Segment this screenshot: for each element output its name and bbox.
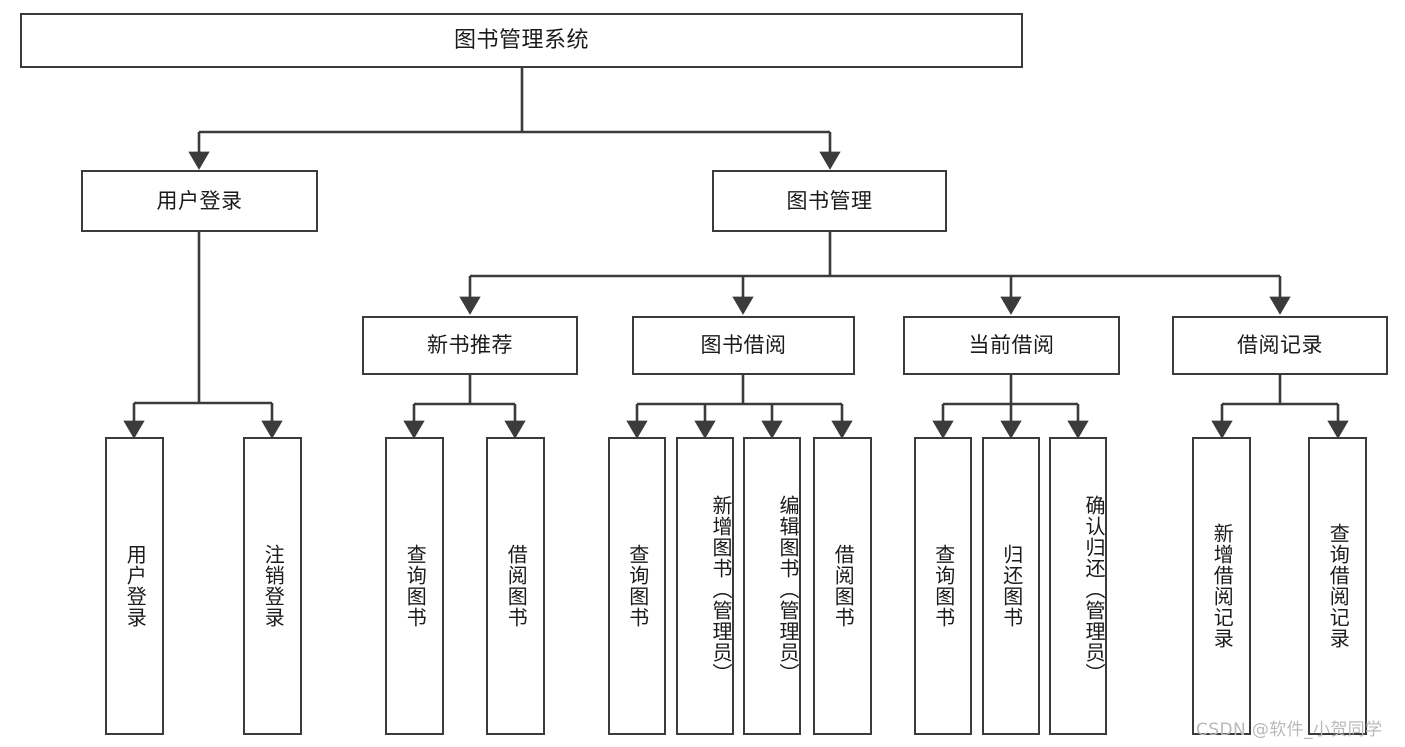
node-current-borrow[interactable]: 当前借阅 — [903, 316, 1120, 375]
leaf-current-borrow-return[interactable]: 归还图书 — [982, 437, 1040, 735]
leaf-book-borrow-add-admin[interactable]: 新增图书（管理员） — [676, 437, 734, 735]
node-root-system[interactable]: 图书管理系统 — [20, 13, 1023, 68]
node-borrow-record[interactable]: 借阅记录 — [1172, 316, 1388, 375]
leaf-new-book-query[interactable]: 查询图书 — [385, 437, 444, 735]
node-book-borrow[interactable]: 图书借阅 — [632, 316, 855, 375]
leaf-current-borrow-query[interactable]: 查询图书 — [914, 437, 972, 735]
leaf-book-borrow-borrow[interactable]: 借阅图书 — [813, 437, 872, 735]
leaf-current-borrow-confirm-admin[interactable]: 确认归还（管理员） — [1049, 437, 1107, 735]
csdn-watermark: CSDN @软件_小贺同学 — [1196, 720, 1383, 740]
leaf-book-borrow-edit-admin[interactable]: 编辑图书（管理员） — [743, 437, 801, 735]
node-user-login[interactable]: 用户登录 — [81, 170, 318, 232]
leaf-book-borrow-query[interactable]: 查询图书 — [608, 437, 666, 735]
leaf-user-login-logout[interactable]: 注销登录 — [243, 437, 302, 735]
leaf-new-book-borrow[interactable]: 借阅图书 — [486, 437, 545, 735]
leaf-user-login-login[interactable]: 用户登录 — [105, 437, 164, 735]
leaf-borrow-record-add[interactable]: 新增借阅记录 — [1192, 437, 1251, 735]
leaf-borrow-record-query[interactable]: 查询借阅记录 — [1308, 437, 1367, 735]
node-new-book-recommend[interactable]: 新书推荐 — [362, 316, 578, 375]
node-book-management[interactable]: 图书管理 — [712, 170, 947, 232]
